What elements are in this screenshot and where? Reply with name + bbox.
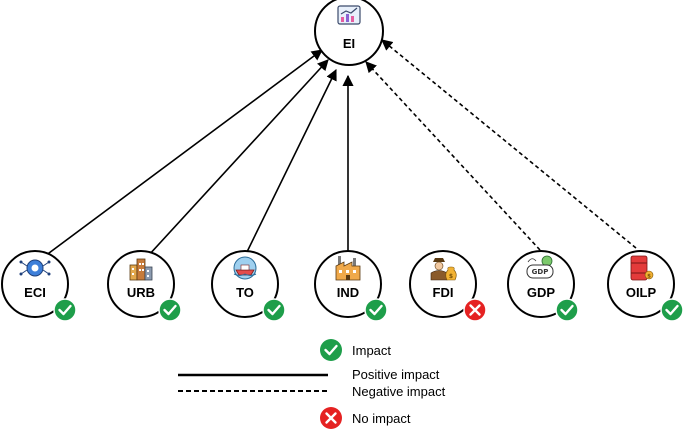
node-label-to: TO <box>236 285 254 300</box>
node-label-oilp: OILP <box>626 285 657 300</box>
check-icon <box>560 304 574 316</box>
node-label-ind: IND <box>337 285 359 300</box>
edge-urb-to-ei <box>147 59 329 257</box>
edge-to-to-ei <box>244 68 337 257</box>
factory-icon <box>335 256 361 281</box>
node-label-eci: ECI <box>24 285 46 300</box>
node-eci: ECI <box>1 250 69 318</box>
legend-negative: Negative impact <box>178 384 446 399</box>
cross-icon <box>469 304 481 316</box>
check-icon <box>58 304 72 316</box>
legend-negative-label: Negative impact <box>352 384 446 399</box>
node-label-urb: URB <box>127 285 155 300</box>
edges <box>44 39 637 257</box>
check-icon <box>665 304 679 316</box>
target-node-ei: EI <box>314 0 384 66</box>
edge-gdp-to-ei <box>365 61 541 251</box>
cross-icon <box>325 412 337 424</box>
badge-eci <box>53 298 77 322</box>
node-urb: URB <box>107 250 175 318</box>
badge-gdp <box>555 298 579 322</box>
node-oilp: $ OILP <box>607 250 675 318</box>
badge-urb <box>158 298 182 322</box>
check-icon <box>324 344 338 356</box>
edge-eci-to-ei <box>44 49 323 257</box>
svg-text:$: $ <box>647 274 651 280</box>
badge-ind <box>364 298 388 322</box>
check-icon <box>267 304 281 316</box>
node-ind: IND <box>314 250 382 318</box>
edge-oilp-to-ei <box>381 39 637 249</box>
oil-barrel-icon: $ <box>630 255 654 281</box>
badge-oilp <box>660 298 684 322</box>
check-icon <box>369 304 383 316</box>
node-label-fdi: FDI <box>433 285 454 300</box>
node-label-gdp: GDP <box>527 285 556 300</box>
svg-text:$: $ <box>449 273 453 280</box>
badge-fdi <box>463 298 487 322</box>
badge-to <box>262 298 286 322</box>
svg-text:GDP: GDP <box>532 268 549 276</box>
cargo-ship-globe-icon <box>233 256 257 280</box>
investor-money-bag-icon: $ <box>430 258 457 281</box>
legend-no-impact-label: No impact <box>352 411 411 426</box>
node-to: TO <box>211 250 279 318</box>
node-fdi: $ FDI <box>409 250 477 318</box>
legend-positive-label: Positive impact <box>352 367 440 382</box>
legend-positive: Positive impact <box>178 367 440 382</box>
legend: Impact Positive impact Negative impact N… <box>178 339 446 429</box>
legend-impact-label: Impact <box>352 343 391 358</box>
chart-analytics-icon <box>337 5 361 25</box>
gdp-globe-icon: GDP <box>526 255 554 279</box>
legend-no-impact: No impact <box>320 407 411 429</box>
city-buildings-icon <box>129 258 153 281</box>
node-gdp: GDP GDP <box>507 250 575 318</box>
target-node-label: EI <box>343 36 355 51</box>
check-icon <box>163 304 177 316</box>
legend-impact: Impact <box>320 339 391 361</box>
gear-network-icon <box>19 259 51 277</box>
